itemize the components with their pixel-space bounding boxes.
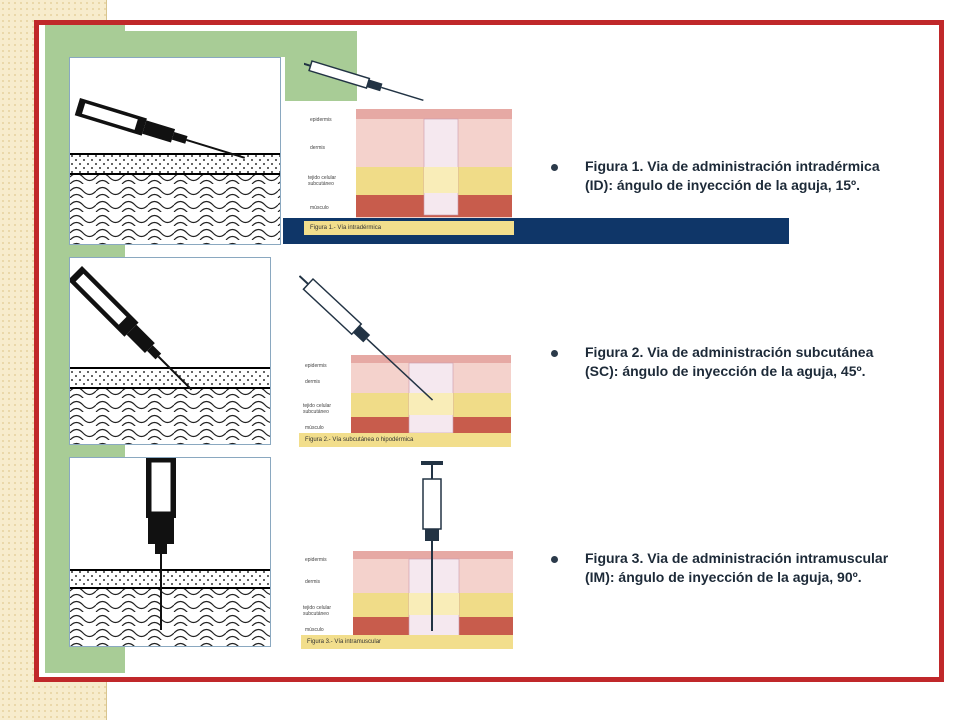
bullet-item-1: Figura 1. Via de administración intradér… xyxy=(551,157,891,195)
svg-text:epidermis: epidermis xyxy=(305,557,327,563)
bullet-text-2: Figura 2. Via de administración subcután… xyxy=(585,344,874,379)
bullet-text-3: Figura 3. Via de administración intramus… xyxy=(585,550,889,585)
svg-text:epidermis: epidermis xyxy=(310,117,332,123)
svg-text:músculo: músculo xyxy=(305,627,324,633)
svg-text:dermis: dermis xyxy=(305,379,321,385)
svg-text:tejido celular: tejido celular xyxy=(303,605,331,611)
slide-frame: epidermis dermis tejido celular subcután… xyxy=(34,20,944,682)
svg-text:músculo: músculo xyxy=(310,205,329,211)
figure-subcutaneous: epidermis dermis tejido celular subcután… xyxy=(298,257,511,447)
bullet-item-2: Figura 2. Via de administración subcután… xyxy=(551,343,891,381)
svg-text:dermis: dermis xyxy=(310,145,326,151)
svg-text:dermis: dermis xyxy=(305,579,321,585)
panel-subcutaneous-drawing xyxy=(69,257,271,445)
svg-text:tejido celular: tejido celular xyxy=(308,175,336,181)
bullet-dot-icon xyxy=(551,350,558,357)
bullet-item-3: Figura 3. Via de administración intramus… xyxy=(551,549,891,587)
svg-text:músculo: músculo xyxy=(305,425,324,431)
panel-intramuscular-drawing xyxy=(69,457,271,647)
svg-text:subcutáneo: subcutáneo xyxy=(303,409,329,415)
bullet-dot-icon xyxy=(551,164,558,171)
figure-3-caption: Figura 3.- Vía intramuscular xyxy=(301,635,513,649)
svg-text:subcutáneo: subcutáneo xyxy=(308,181,334,187)
figure-intramuscular: epidermis dermis tejido celular subcután… xyxy=(299,461,513,651)
bullet-dot-icon xyxy=(551,556,558,563)
figure-2-caption: Figura 2.- Vía subcutánea o hipodérmica xyxy=(299,433,511,447)
svg-text:tejido celular: tejido celular xyxy=(303,403,331,409)
bullet-text-1: Figura 1. Via de administración intradér… xyxy=(585,158,880,193)
svg-text:epidermis: epidermis xyxy=(305,363,327,369)
figure-1-caption: Figura 1.- Vía intradérmica xyxy=(304,221,514,235)
svg-text:subcutáneo: subcutáneo xyxy=(303,611,329,617)
panel-intradermal-drawing xyxy=(69,57,281,245)
figure-intradermal: epidermis dermis tejido celular subcután… xyxy=(300,57,516,243)
